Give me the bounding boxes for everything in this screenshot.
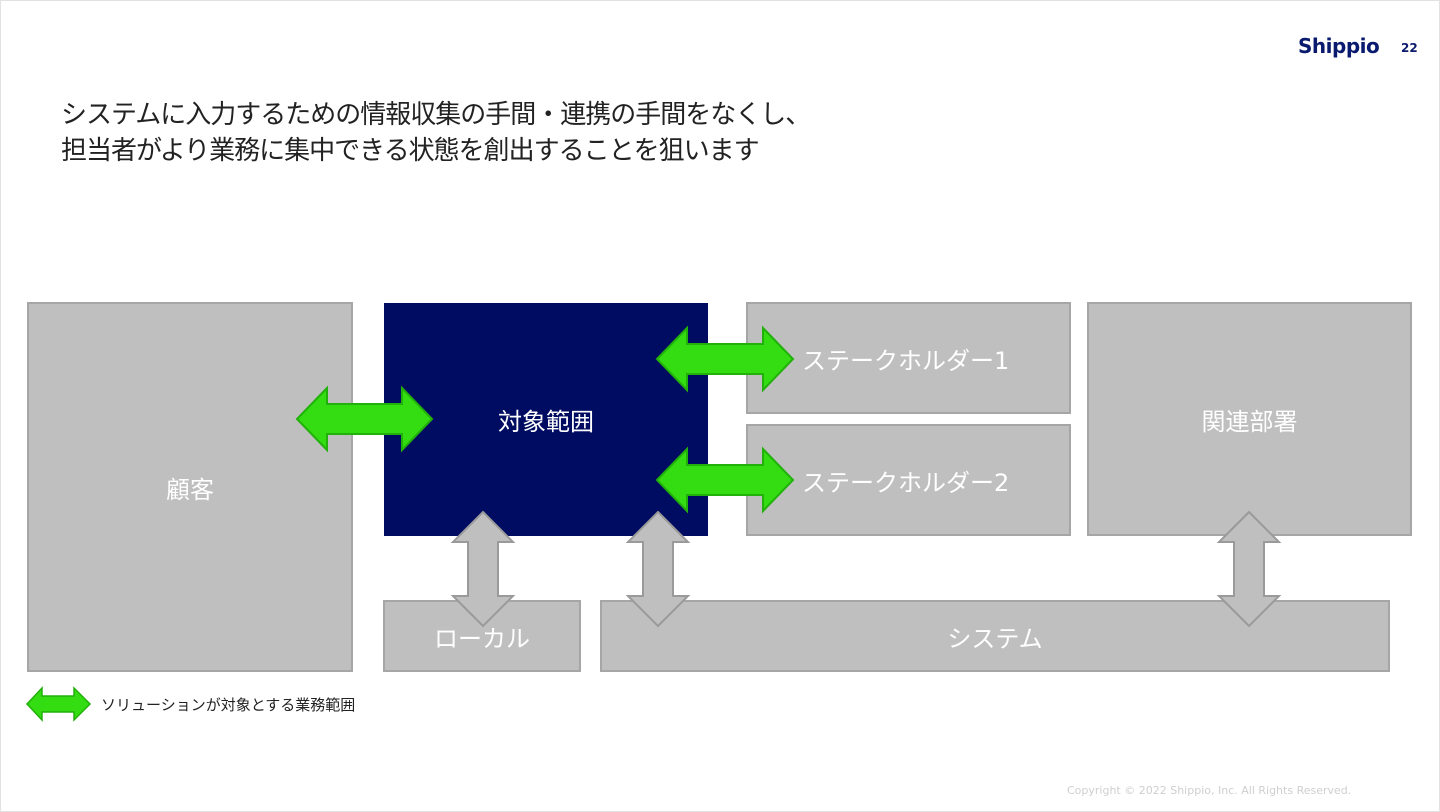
target-scope-label: 対象範囲 [498,408,594,436]
headline: システムに入力するための情報収集の手間・連携の手間をなくし、 担当者がより業務に… [61,97,961,169]
system-label: システム [947,624,1043,653]
target-scope-box: 対象範囲 [384,303,708,536]
target-stakeholder2-arrow [655,446,795,514]
headline-line-2: 担当者がより業務に集中できる状態を創出することを狙います [61,136,760,166]
copyright: Copyright © 2022 Shippio, Inc. All Right… [1067,784,1352,797]
legend-label: ソリューションが対象とする業務範囲 [101,696,356,714]
related-dept-box: 関連部署 [1087,302,1412,536]
double-arrow-icon [25,686,92,722]
stakeholder2-box: ステークホルダー2 [746,424,1071,536]
stakeholder1-label: ステークホルダー1 [802,346,1010,375]
target-system-arrow [625,510,691,628]
local-label: ローカル [434,624,530,653]
target-stakeholder1-arrow [655,325,795,393]
headline-line-1: システムに入力するための情報収集の手間・連携の手間をなくし、 [61,100,811,130]
stakeholder1-box: ステークホルダー1 [746,302,1071,414]
dept-system-arrow [1216,510,1282,628]
customer-box: 顧客 [27,302,353,672]
target-local-arrow [450,510,516,628]
customer-label: 顧客 [166,475,214,504]
customer-target-arrow [295,385,434,453]
shippio-logo: Shippio [1298,34,1380,58]
page-number: 22 [1401,41,1418,55]
related-dept-label: 関連部署 [1201,407,1298,436]
stakeholder2-label: ステークホルダー2 [802,468,1010,497]
